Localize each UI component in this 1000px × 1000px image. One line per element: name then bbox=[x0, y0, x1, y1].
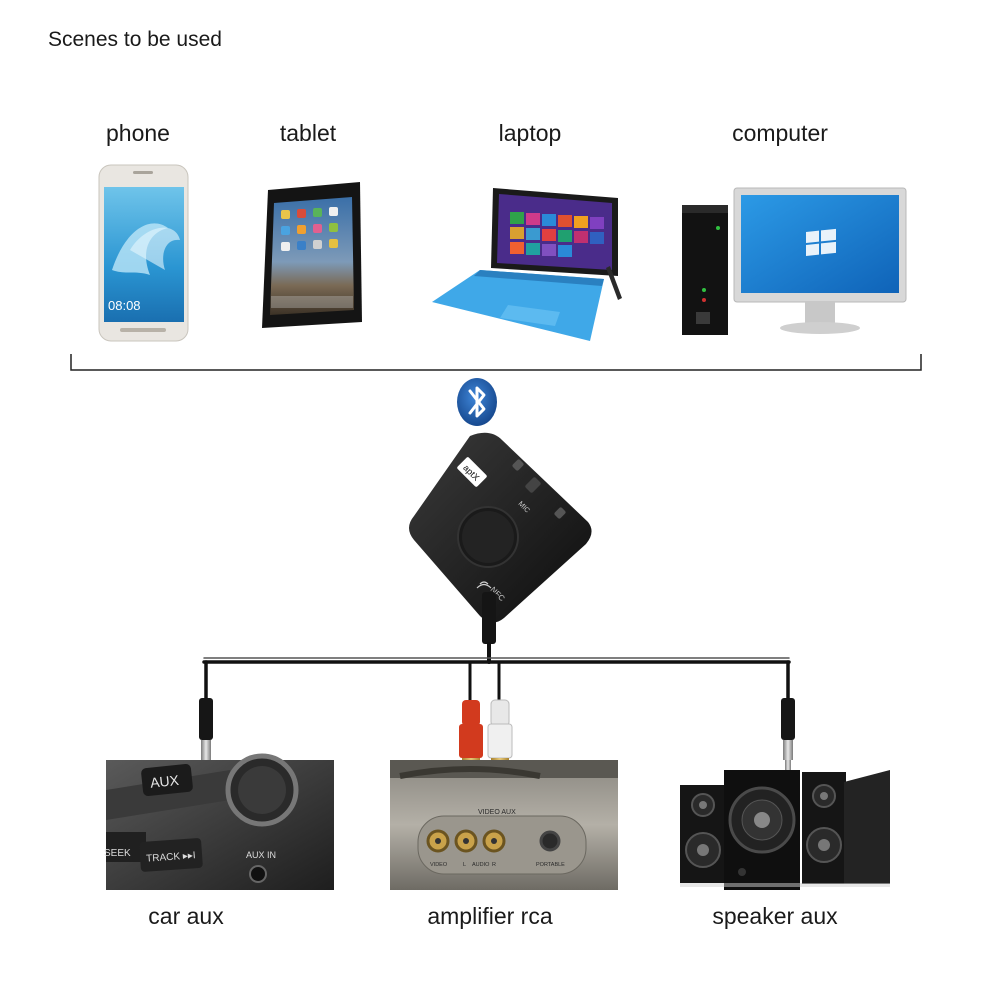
car-seek-label: SEEK bbox=[104, 848, 131, 859]
laptop-device bbox=[432, 188, 622, 341]
bluetooth-icon bbox=[457, 378, 497, 426]
car-aux-panel: AUX SEEK TRACK ▸▸I AUX IN bbox=[104, 753, 334, 890]
bluetooth-receiver: aptX MIC NFC bbox=[409, 432, 592, 623]
phone-clock: 08:08 bbox=[108, 298, 141, 313]
speaker-aux-label: speaker aux bbox=[712, 903, 838, 929]
amp-r-label: R bbox=[492, 862, 496, 868]
phone-label: phone bbox=[106, 120, 170, 146]
tablet-label: tablet bbox=[279, 120, 337, 146]
car-aux-in-label: AUX IN bbox=[246, 850, 276, 860]
amp-l-label: L bbox=[463, 862, 466, 868]
car-aux-button-label: AUX bbox=[149, 772, 180, 791]
phone-device: 08:08 bbox=[98, 164, 189, 342]
amp-video-label: VIDEO bbox=[430, 862, 448, 868]
amplifier-rca-label: amplifier rca bbox=[427, 903, 553, 929]
amplifier-panel: VIDEO AUX VIDEO L AUDIO R PORTABLE bbox=[390, 760, 618, 890]
page-title: Scenes to be used bbox=[48, 28, 222, 51]
amp-panel-title: VIDEO AUX bbox=[478, 809, 516, 816]
laptop-label: laptop bbox=[498, 120, 562, 146]
computer-label: computer bbox=[732, 120, 828, 146]
amp-portable-label: PORTABLE bbox=[536, 862, 565, 868]
nfc-icon bbox=[476, 581, 492, 589]
tablet-device bbox=[262, 182, 362, 328]
amp-audio-label: AUDIO bbox=[472, 862, 490, 868]
car-track-label: TRACK ▸▸I bbox=[146, 850, 196, 864]
cable-harness bbox=[202, 592, 791, 704]
scene-bracket bbox=[70, 354, 922, 371]
computer-device bbox=[682, 187, 907, 335]
car-aux-label: car aux bbox=[148, 903, 224, 929]
speaker-set bbox=[680, 770, 890, 890]
